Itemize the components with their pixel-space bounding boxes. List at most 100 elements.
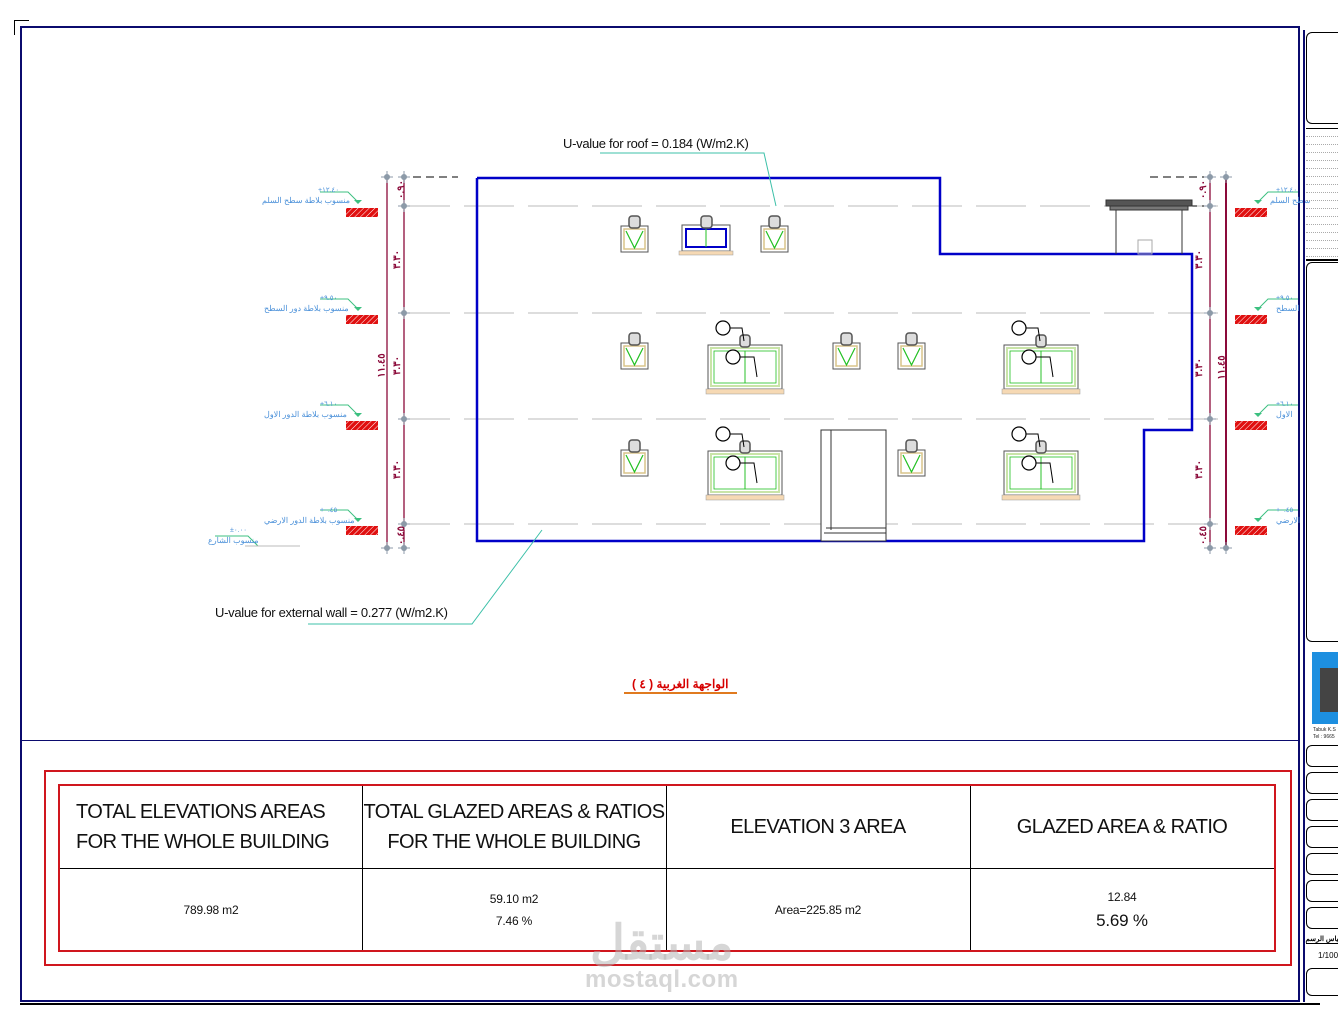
dimension-node: [381, 542, 393, 554]
watermark-latin: mostaql.com: [585, 966, 739, 993]
sliding-window: [1001, 320, 1081, 395]
wall-uvalue-leader: [308, 529, 543, 625]
dimension-node: [1204, 413, 1216, 425]
dimension-node: [398, 200, 410, 212]
table-row-divider: [60, 868, 1274, 869]
title-block-field: [1306, 880, 1338, 902]
level-value: +٠.٤٥: [320, 507, 338, 514]
entrance-door: [820, 429, 887, 542]
header-line: GLAZED AREA & RATIO: [1016, 816, 1228, 838]
watermark-arabic: مستقل: [589, 917, 734, 970]
level-marker: [320, 509, 362, 522]
level-label: منسوب بلاطة الدور الارضي: [264, 516, 355, 525]
dimension-node: [398, 307, 410, 319]
dimension-node: [1204, 307, 1216, 319]
slab-hatches: [215, 191, 1298, 547]
cell-value: 59.10 m2: [489, 891, 539, 906]
cell-value: 789.98 m2: [183, 902, 239, 917]
level-label: منسوب الشارع: [208, 536, 259, 545]
scale-label: مقياس الرسم: [1306, 935, 1338, 944]
header-line: TOTAL GLAZED AREAS & RATIOS: [363, 801, 666, 823]
table-header-elevation-area: ELEVATION 3 AREA: [666, 786, 970, 868]
small-window: [897, 439, 926, 477]
title-block-field: [1306, 772, 1338, 794]
title-block-field: [1306, 968, 1338, 996]
dim-right-parapet: ٠.٩٠: [1197, 180, 1209, 199]
slab-hatch: [346, 526, 378, 535]
level-value: ±٠.٠٠: [230, 527, 248, 534]
sheet-frame: [20, 26, 1300, 1002]
sliding-window: [705, 320, 785, 395]
header-line: TOTAL ELEVATIONS AREAS: [76, 801, 326, 823]
level-label: سطح السلم: [1270, 196, 1311, 205]
small-window: [760, 215, 789, 253]
dim-left-floor-3: ٣.٣٠: [391, 250, 403, 269]
title-block-notes: [1306, 128, 1338, 261]
slab-hatch: [1235, 421, 1267, 430]
cell-value: 12.84: [1107, 889, 1137, 904]
sheet-divider: [20, 740, 1300, 741]
elevation-drawing: [215, 152, 1298, 625]
sliding-window: [1001, 426, 1081, 501]
slab-hatch: [346, 315, 378, 324]
dimension-node: [398, 171, 410, 183]
table-col-divider: [666, 786, 667, 950]
small-window: [620, 332, 649, 370]
watermark: مستقل mostaql.com: [585, 920, 739, 992]
table-header-glazed-ratio: GLAZED AREA & RATIO: [970, 786, 1274, 868]
level-marker: [320, 191, 362, 204]
cell-value: Area=225.85 m2: [774, 902, 862, 917]
level-label: السطح: [1276, 304, 1300, 313]
dim-left-parapet: ٠.٩٠: [395, 180, 407, 199]
level-marker: [1254, 298, 1298, 311]
dim-left-floor-2: ٣.٣٠: [391, 356, 403, 375]
level-label: الاول: [1276, 410, 1293, 419]
table-cell-total-glazed: 59.10 m2 7.46 %: [362, 869, 666, 950]
level-marker: [320, 404, 362, 417]
level-label: الارضي: [1276, 516, 1301, 525]
dimension-node: [398, 518, 410, 530]
dimension-node: [381, 171, 393, 183]
table-cell-total-area: 789.98 m2: [60, 869, 362, 950]
slab-hatch: [346, 208, 378, 217]
level-value: +٩.٥٠: [320, 295, 338, 302]
sliding-window: [705, 426, 785, 501]
table-col-divider: [970, 786, 971, 950]
small-window: [620, 215, 649, 253]
dimension-node: [1220, 542, 1232, 554]
scale-value: 1/100: [1318, 951, 1338, 960]
stair-room: [1105, 199, 1193, 255]
dimension-node: [1204, 518, 1216, 530]
small-window: [620, 439, 649, 477]
small-window: [832, 332, 861, 370]
dimension-node: [398, 542, 410, 554]
left-dimension-chain: [386, 177, 405, 548]
large-windows: [705, 320, 1081, 501]
slab-hatch: [1235, 208, 1267, 217]
cell-value: 7.46 %: [495, 913, 533, 928]
company-logo-detail: [1320, 668, 1338, 712]
level-value: +٦.١٠: [1276, 401, 1294, 408]
title-block-box: [1306, 262, 1338, 642]
summary-table: [58, 784, 1276, 952]
level-marker: [1254, 404, 1298, 417]
title-block: [1303, 30, 1338, 1002]
level-label: منسوب بلاطة دور السطح: [264, 304, 349, 313]
dim-left-floor-1: ٣.٣٠: [391, 460, 403, 479]
slab-hatch: [1235, 315, 1267, 324]
dim-right-floor-1: ٣.٣٠: [1193, 460, 1205, 479]
level-marker: [1254, 509, 1298, 522]
dim-left-total: ١١.٤٥: [376, 353, 388, 378]
dimension-node: [1204, 200, 1216, 212]
roof-uvalue-leader: [600, 152, 777, 207]
dimension-node: [1204, 171, 1216, 183]
dimension-nodes: [381, 171, 1232, 554]
slab-hatch: [346, 421, 378, 430]
dim-right-total: ١١.٤٥: [1216, 355, 1228, 380]
level-value: +١٢.٤٠: [318, 187, 340, 194]
table-header-total-glazed: TOTAL GLAZED AREAS & RATIOS FOR THE WHOL…: [362, 786, 666, 868]
header-line: FOR THE WHOLE BUILDING: [387, 831, 641, 853]
slab-hatch: [1235, 526, 1267, 535]
small-windows: [620, 215, 926, 477]
header-line: FOR THE WHOLE BUILDING: [76, 831, 330, 853]
